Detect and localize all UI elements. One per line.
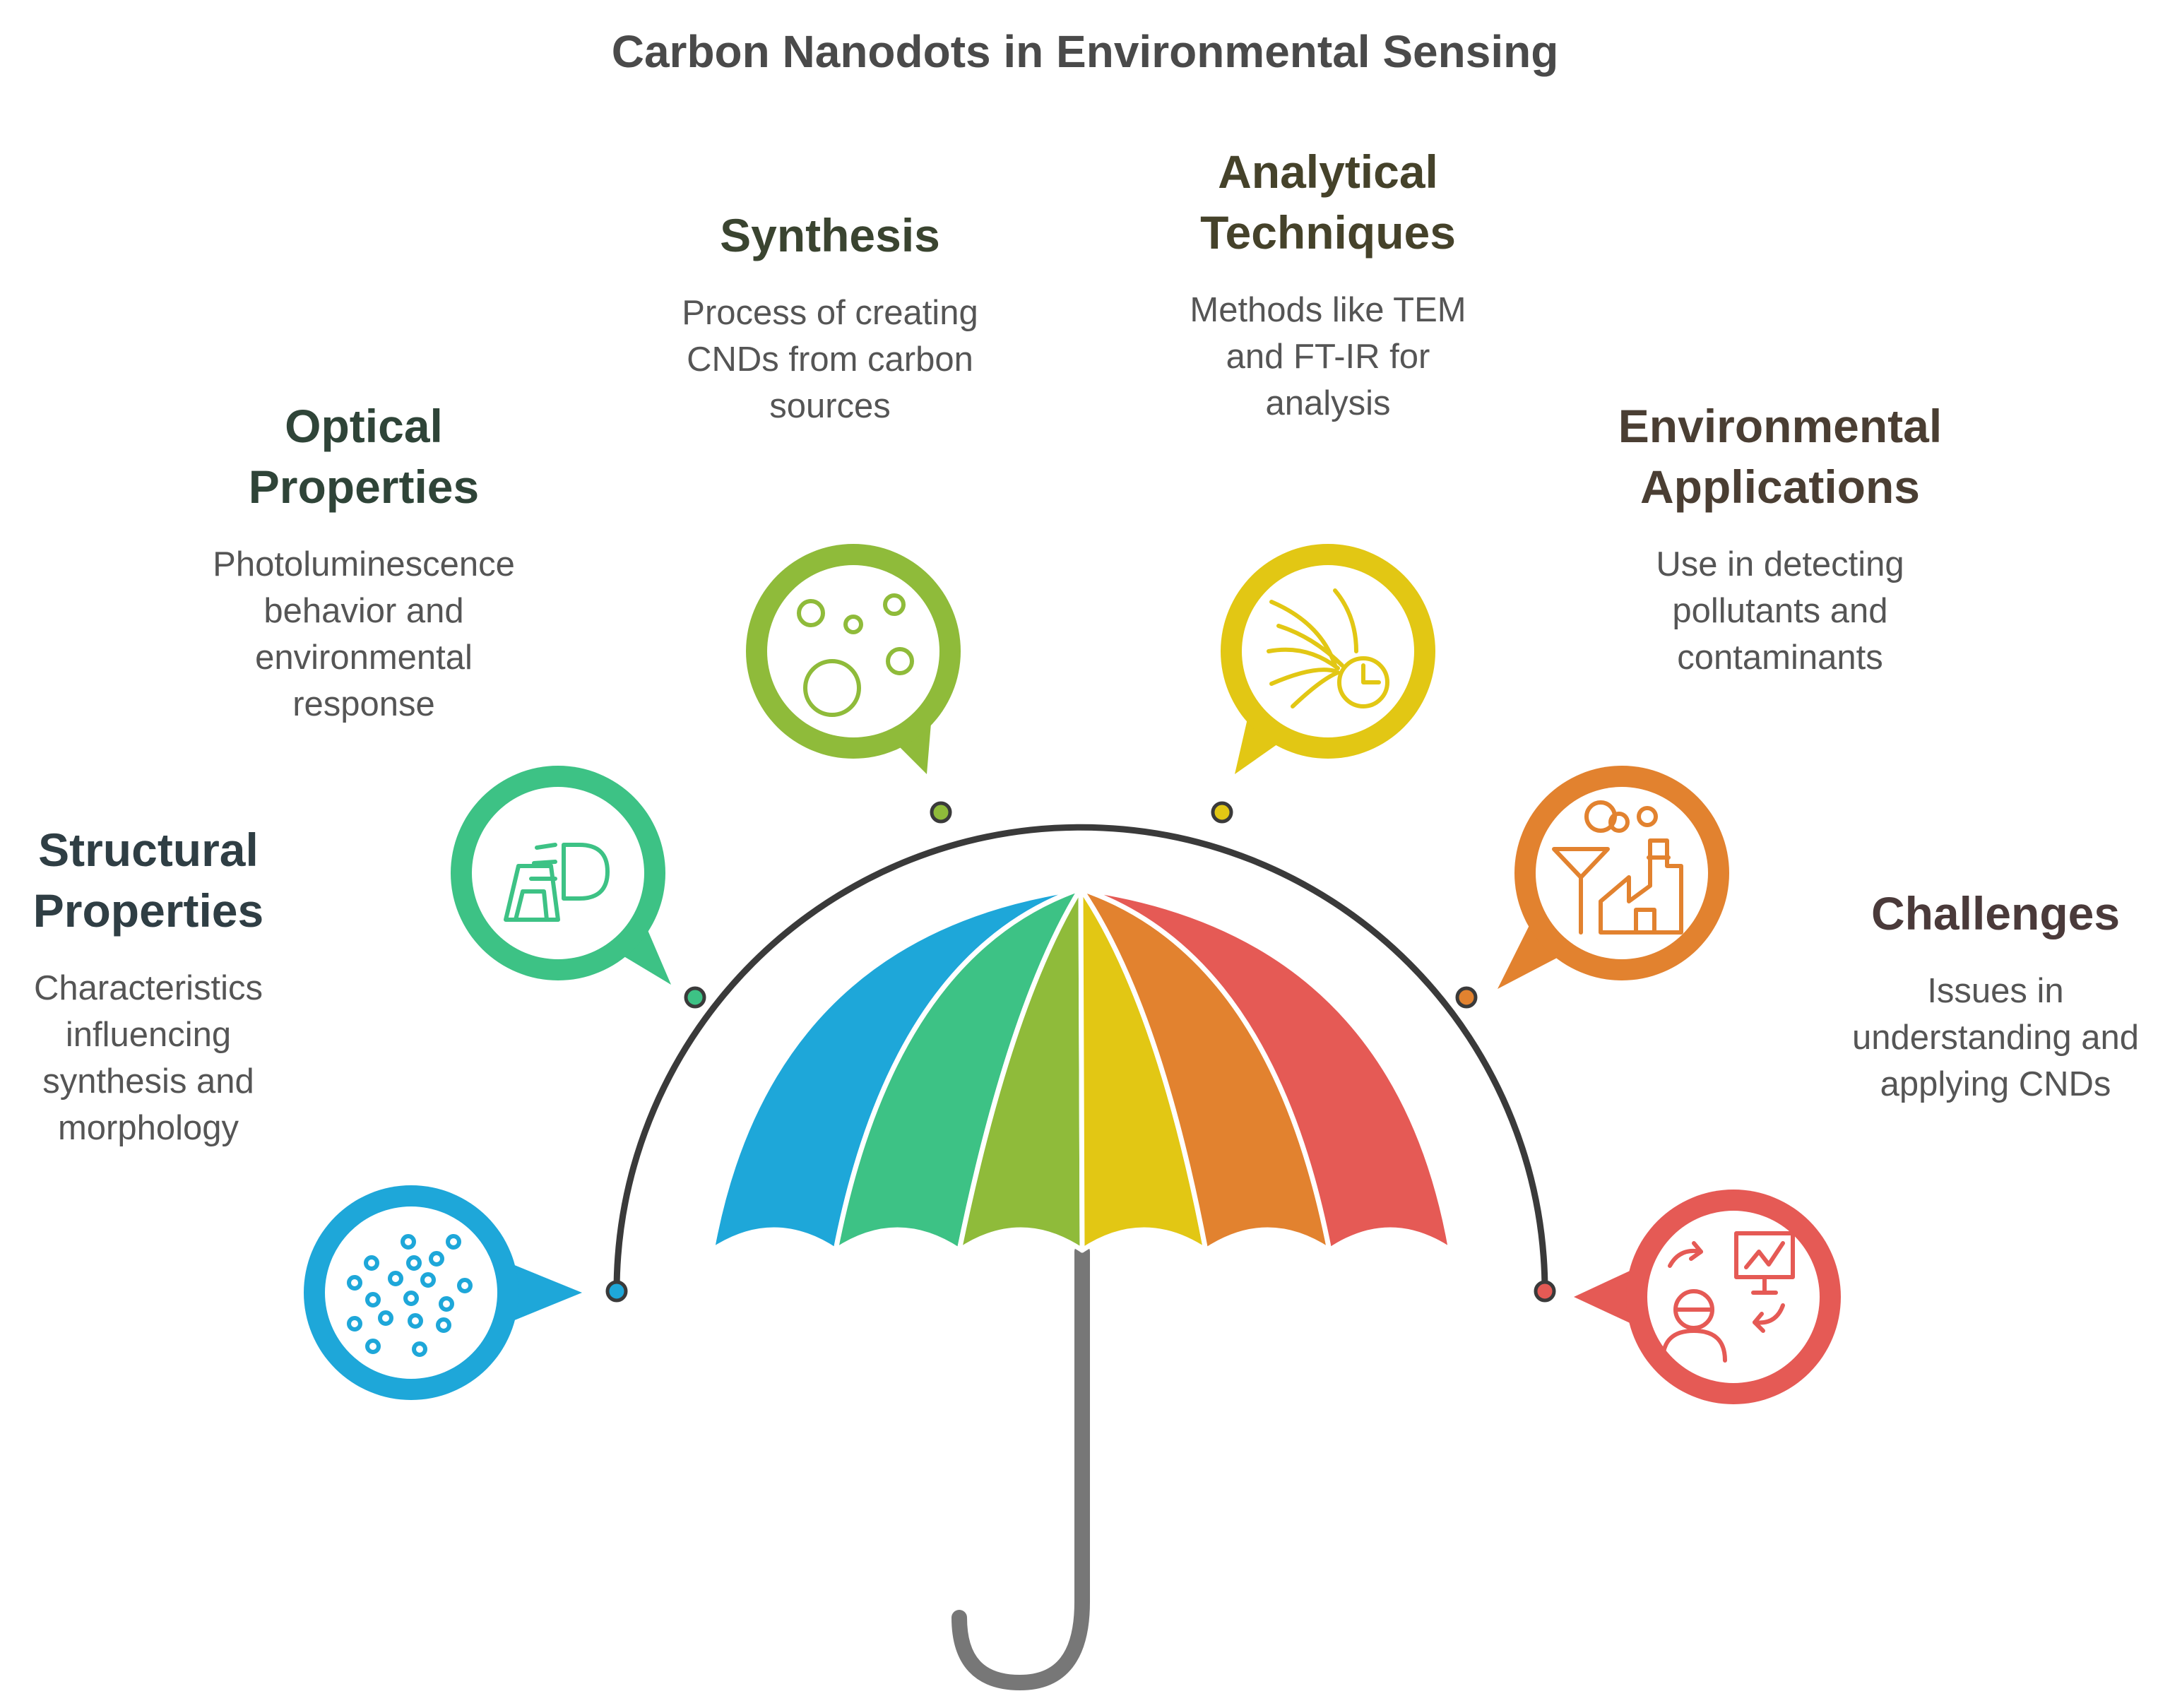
flow-chart-icon — [1267, 588, 1389, 708]
connector-dot-challenges — [1534, 1280, 1556, 1303]
dot-cluster-icon — [347, 1234, 473, 1357]
node-description-optical: Photoluminescence behavior and environme… — [213, 545, 515, 723]
icon-bubbles — [304, 544, 1841, 1404]
connector-dot-environmental — [1455, 986, 1478, 1009]
node-description-challenges: Issues in understanding and applying CND… — [1852, 972, 2139, 1103]
main-title: Carbon Nanodots in Environmental Sensing — [611, 26, 1559, 77]
headlight-icon — [504, 843, 610, 922]
bubble-synthesis — [746, 544, 961, 774]
umbrella-canopy — [709, 886, 1454, 1253]
node-title-optical: Optical Properties — [248, 400, 480, 513]
factory-icon — [1552, 800, 1683, 935]
umbrella-arc — [613, 824, 1548, 1292]
bubble-tail-structural — [513, 1264, 582, 1321]
bubble-tail-challenges — [1574, 1269, 1635, 1325]
canopy-panel-synthesis — [956, 886, 1085, 1253]
canopy-panel-challenges — [1078, 886, 1454, 1253]
connector-dots — [605, 801, 1556, 1303]
bubble-tail-analytical — [1235, 706, 1287, 774]
node-description-analytical: Methods like TEM and FT-IR for analysis — [1190, 291, 1466, 422]
connector-dot-synthesis — [930, 801, 952, 824]
bubble-optical — [451, 766, 671, 985]
umbrella-handle — [951, 1244, 1090, 1691]
node-title-synthesis: Synthesis — [720, 209, 940, 261]
bubble-analytical — [1221, 544, 1435, 774]
bubble-environmental — [1498, 766, 1729, 989]
node-title-analytical: Analytical Techniques — [1200, 146, 1456, 259]
bubble-structural — [304, 1185, 582, 1400]
bubble-inner-optical — [472, 787, 644, 959]
node-title-environmental: Environmental Applications — [1618, 400, 1943, 513]
presentation-icon — [1661, 1231, 1795, 1363]
bubbles-icon — [797, 593, 914, 717]
node-description-environmental: Use in detecting pollutants and contamin… — [1656, 545, 1904, 677]
node-description-synthesis: Process of creating CNDs from carbon sou… — [682, 294, 978, 425]
bubble-challenges — [1574, 1190, 1841, 1404]
connector-dot-optical — [684, 986, 706, 1009]
node-title-structural: Structural Properties — [32, 824, 264, 937]
connector-dot-structural — [605, 1280, 628, 1303]
connector-dot-analytical — [1211, 801, 1233, 824]
node-title-challenges: Challenges — [1870, 887, 2121, 939]
bubble-inner-synthesis — [767, 565, 939, 737]
node-description-structural: Characteristics influencing synthesis an… — [33, 969, 263, 1147]
